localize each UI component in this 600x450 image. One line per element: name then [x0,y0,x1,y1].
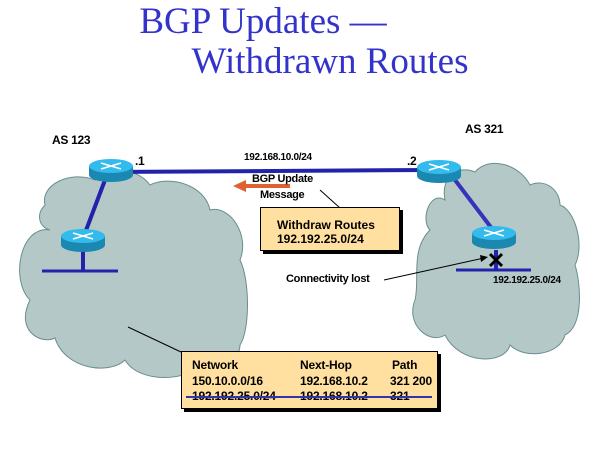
withdrawn-strikethrough [186,396,432,398]
link-as123-internal [83,179,107,234]
bgp-table: Network Next-Hop Path 150.10.0.0/16 192.… [181,351,438,409]
table-header-path: Path [392,358,418,372]
broken-link-x-icon [488,252,504,268]
router-as123-border-icon [89,159,133,182]
withdraw-routes-callout: Withdraw Routes 192.192.25.0/24 [260,207,400,251]
lan-prefix-label: 192.192.25.0/24 [493,275,561,286]
link-prefix-label: 192.168.10.0/24 [244,152,312,163]
table-header-next-hop: Next-Hop [300,358,352,372]
router-as123-internal-icon [61,229,105,252]
router-as321-internal-icon [472,226,516,249]
router-as321-border-icon [417,160,461,183]
connectivity-arrowhead-icon [480,255,488,262]
table-row-1-network: 150.10.0.0/16 [192,374,263,388]
leader-line-withdraw [319,189,341,209]
link-as321-internal [453,178,495,232]
update-arrow-icon [233,180,290,192]
leader-line-connectivity [383,257,485,281]
interface-2-label: .2 [407,154,417,168]
withdraw-routes-title: Withdraw Routes [277,218,375,232]
title-line-1: BGP Updates — [139,1,387,42]
inter-as-link [109,168,431,174]
update-message-label-2: Message [260,189,305,201]
table-row-1-next-hop: 192.168.10.2 [300,374,368,388]
withdraw-routes-prefix: 192.192.25.0/24 [277,232,364,246]
table-row-1-path: 321 200 [390,374,432,388]
leader-line-table [127,326,182,353]
as-321-label: AS 321 [465,122,504,136]
table-header-network: Network [192,358,238,372]
update-message-label-1: BGP Update [252,173,313,185]
title-line-2: Withdrawn Routes [191,41,469,82]
as-123-label: AS 123 [52,133,91,147]
cloud-as-123 [19,170,248,378]
connectivity-lost-label: Connectivity lost [286,273,370,285]
interface-1-label: .1 [135,154,145,168]
